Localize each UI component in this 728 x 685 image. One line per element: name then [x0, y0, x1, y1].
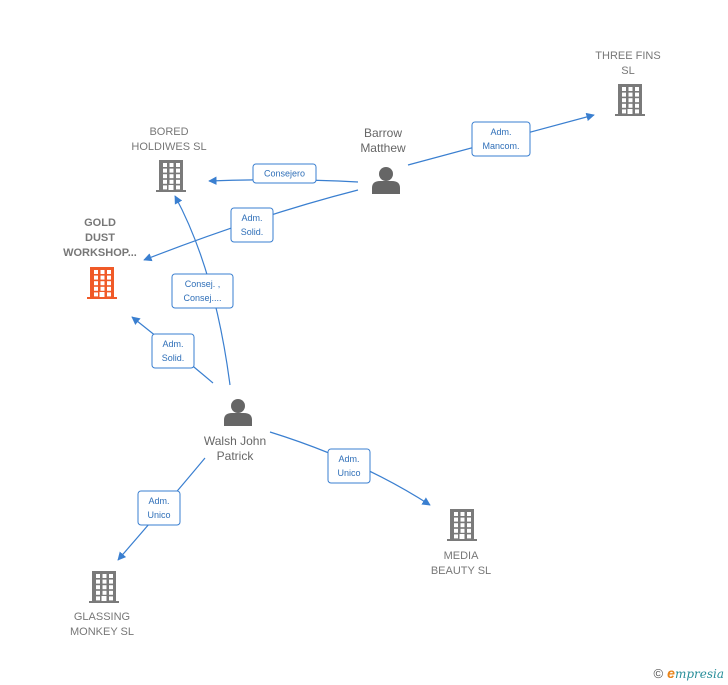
- node-label: MEDIA: [444, 550, 480, 562]
- edge-label-box: [471, 121, 531, 157]
- edge-label-text: Solid.: [162, 353, 185, 363]
- node-label: WORKSHOP...: [63, 247, 137, 259]
- edge-label-text: Adm.: [148, 496, 169, 506]
- edge-label-walsh-bored[interactable]: Consej. , Consej....: [171, 273, 234, 309]
- brand-footer: ©empresia: [654, 665, 724, 681]
- edge-label-text: Adm.: [490, 127, 511, 137]
- node-label: GLASSING: [74, 611, 130, 623]
- node-label: BORED: [149, 126, 188, 138]
- node-label: Barrow: [364, 126, 402, 140]
- edge-label-text: Adm.: [338, 454, 359, 464]
- node-label: HOLDIWES SL: [131, 141, 206, 153]
- node-label: DUST: [85, 232, 115, 244]
- building-icon: [615, 84, 645, 116]
- building-icon: [156, 160, 186, 192]
- edge-label-text: Adm.: [241, 213, 262, 223]
- node-label: MONKEY SL: [70, 626, 134, 638]
- brand-initial: e: [667, 665, 675, 681]
- edge-label-box: [230, 207, 274, 243]
- edge-label-walsh-glassing[interactable]: Adm. Unico: [137, 490, 181, 526]
- building-icon: [447, 509, 477, 541]
- person-icon: [372, 167, 400, 194]
- edge-label-text: Mancom.: [482, 141, 519, 151]
- edge-label-box: [252, 163, 317, 184]
- edge-label-box: [327, 448, 371, 484]
- edge-label-walsh-media[interactable]: Adm. Unico: [327, 448, 371, 484]
- copyright-symbol: ©: [653, 666, 664, 681]
- edge-label-barrow-threefins[interactable]: Adm. Mancom.: [471, 121, 531, 157]
- node-label: SL: [621, 65, 634, 77]
- person-icon: [224, 399, 252, 426]
- edge-label-box: [137, 490, 181, 526]
- edge-label-barrow-bored[interactable]: Consejero: [252, 163, 317, 184]
- edge-label-text: Unico: [147, 510, 170, 520]
- node-bored-holdiwes[interactable]: BORED HOLDIWES SL: [131, 126, 207, 192]
- edge-label-box: [171, 273, 234, 309]
- node-media-beauty[interactable]: MEDIA BEAUTY SL: [431, 509, 491, 577]
- node-three-fins[interactable]: THREE FINS SL: [595, 50, 661, 116]
- edge-label-barrow-gold[interactable]: Adm. Solid.: [230, 207, 274, 243]
- node-gold-dust[interactable]: GOLD DUST WORKSHOP...: [63, 217, 137, 299]
- node-label: GOLD: [84, 217, 116, 229]
- edge-label-box: [151, 333, 195, 369]
- edge-label-text: Consej. ,: [185, 279, 221, 289]
- node-label: BEAUTY SL: [431, 565, 491, 577]
- edge-label-walsh-gold[interactable]: Adm. Solid.: [151, 333, 195, 369]
- node-label: THREE FINS: [595, 50, 660, 62]
- edge-label-text: Unico: [337, 468, 360, 478]
- node-label: Patrick: [217, 449, 255, 463]
- edge-label-text: Consejero: [264, 169, 305, 179]
- edge-label-text: Solid.: [241, 227, 264, 237]
- edge-label-text: Adm.: [162, 339, 183, 349]
- building-icon: [89, 571, 119, 603]
- edge-label-text: Consej....: [183, 293, 221, 303]
- building-icon: [87, 267, 117, 299]
- node-label: Walsh John: [204, 434, 266, 448]
- node-glassing-monkey[interactable]: GLASSING MONKEY SL: [70, 571, 134, 638]
- brand-name: mpresia: [674, 667, 724, 681]
- node-label: Matthew: [360, 141, 406, 155]
